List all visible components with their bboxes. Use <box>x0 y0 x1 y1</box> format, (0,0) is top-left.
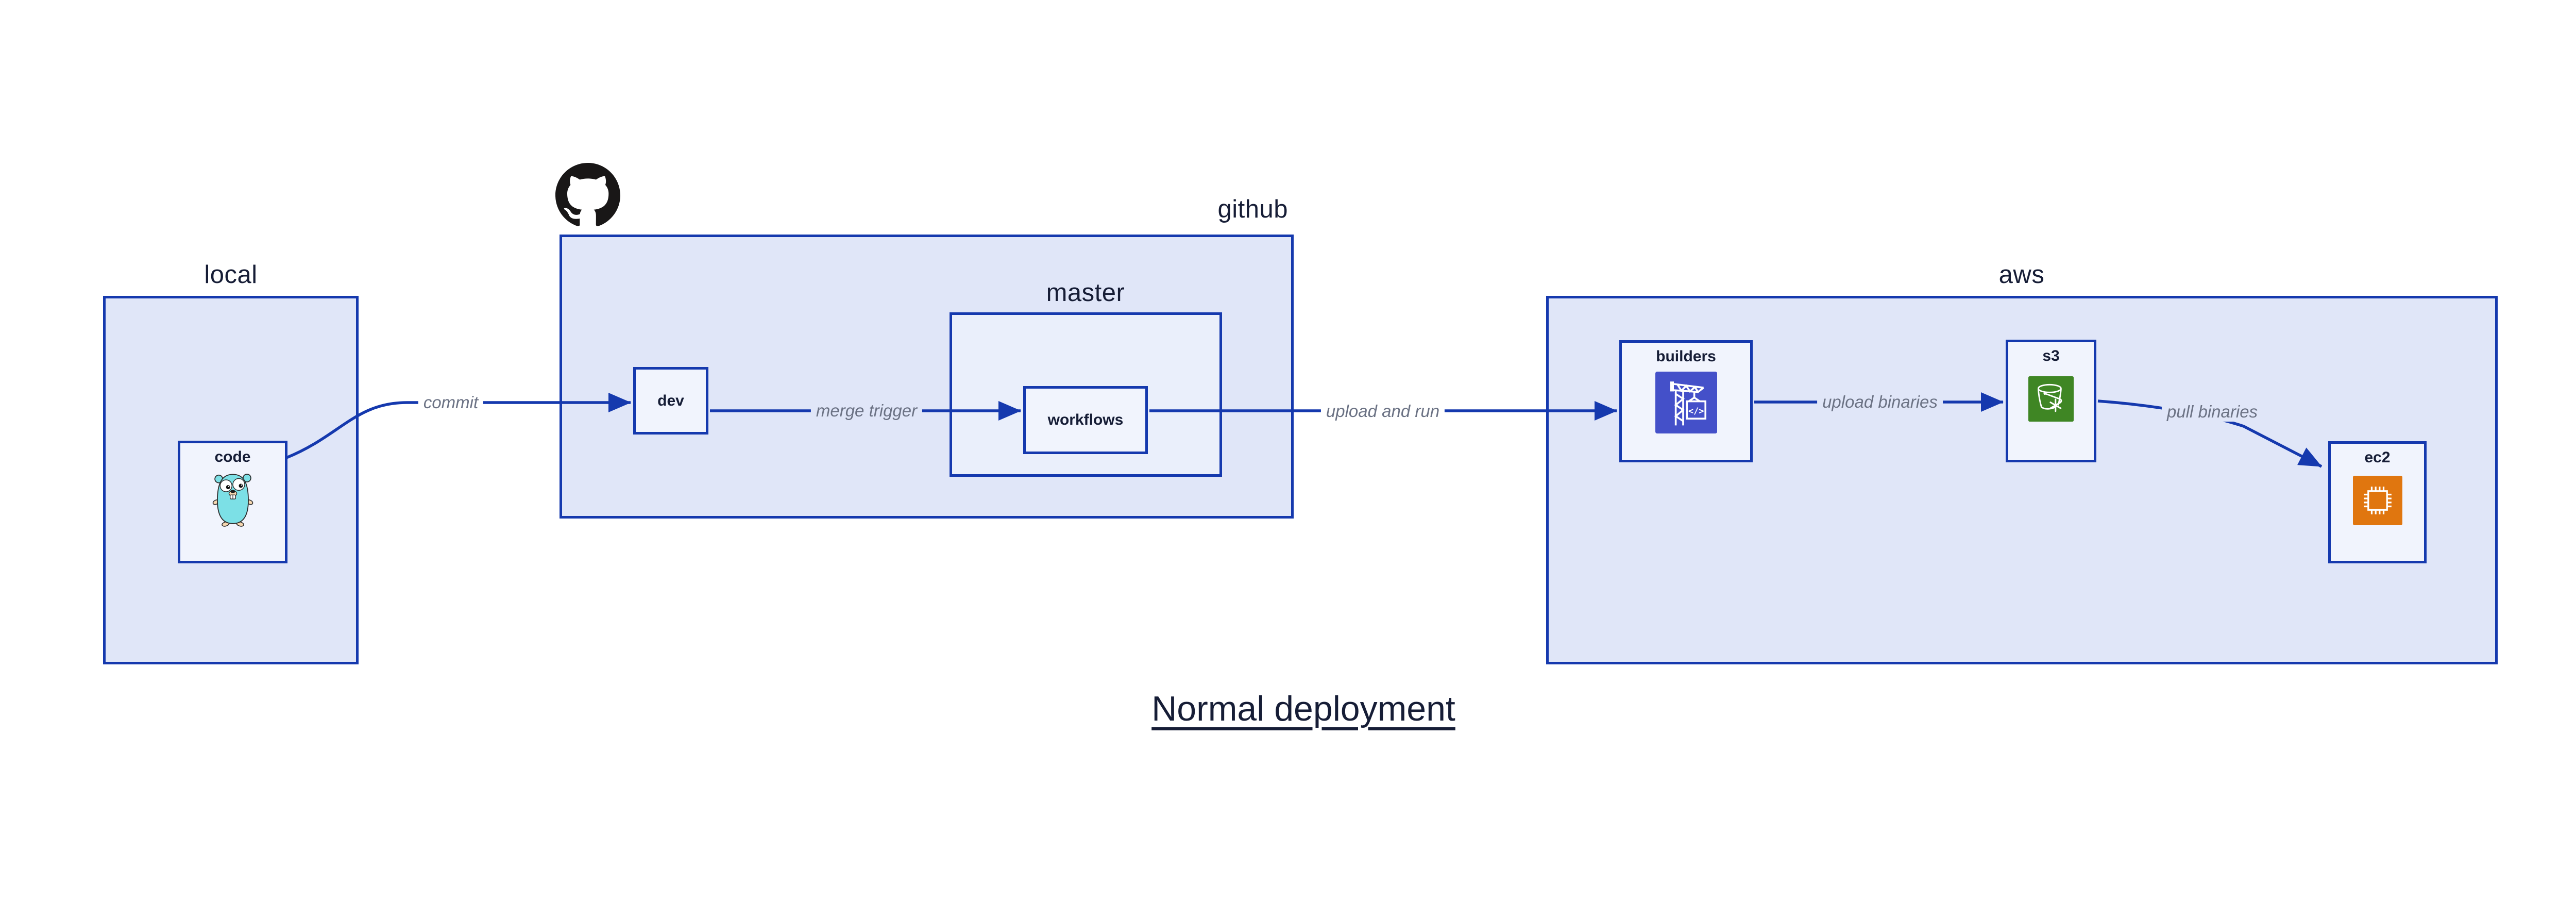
zone-label-local: local <box>204 261 258 289</box>
node-workflows-label: workflows <box>1047 411 1124 428</box>
ec2-chip-icon <box>2352 476 2402 525</box>
edge-label-commit: commit <box>418 393 484 412</box>
zone-label-aws: aws <box>1998 261 2045 289</box>
diagram-title: Normal deployment <box>1151 689 1455 728</box>
edge-label-upload-binaries: upload binaries <box>1817 392 1943 412</box>
node-s3: s3 <box>2006 340 2096 462</box>
node-ec2-label: ec2 <box>2364 449 2391 466</box>
go-gopher-icon <box>212 474 253 527</box>
svg-text:</>: </> <box>1688 406 1704 416</box>
node-s3-label: s3 <box>2042 347 2060 364</box>
zone-label-master: master <box>1046 279 1125 307</box>
node-workflows: workflows <box>1023 386 1148 454</box>
zone-label-github: github <box>1217 195 1288 223</box>
edge-label-merge-trigger: merge trigger <box>810 401 923 421</box>
github-octocat-icon <box>555 163 620 230</box>
edge-label-upload-and-run: upload and run <box>1320 402 1445 421</box>
node-dev-label: dev <box>657 392 684 409</box>
node-dev: dev <box>633 367 708 435</box>
node-builders-label: builders <box>1656 348 1716 365</box>
s3-glacier-bucket-icon <box>2028 376 2074 422</box>
node-ec2: ec2 <box>2328 441 2427 563</box>
node-code: code <box>178 441 287 563</box>
codebuild-crane-icon: </> <box>1655 372 1717 433</box>
node-builders: builders </> <box>1619 340 1753 462</box>
edge-label-pull-binaries: pull binaries <box>2161 402 2263 422</box>
node-code-label: code <box>214 448 251 465</box>
